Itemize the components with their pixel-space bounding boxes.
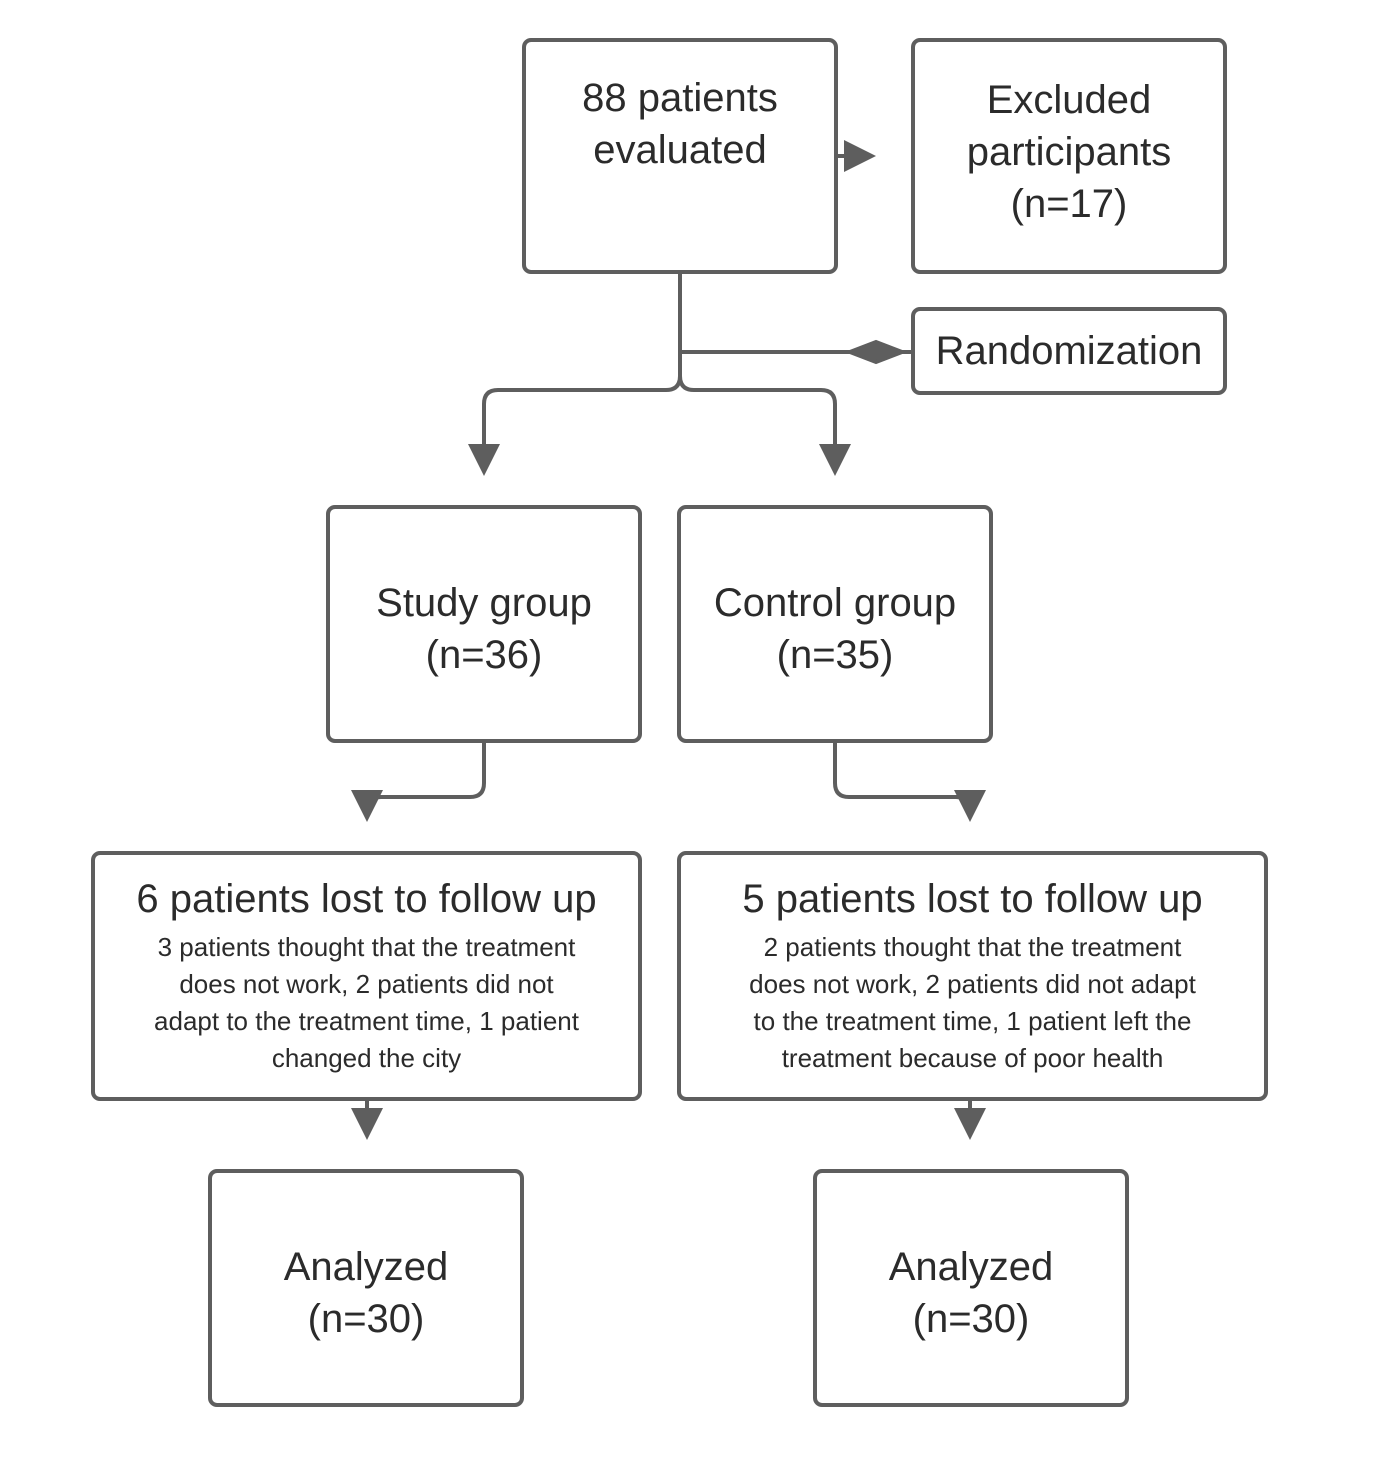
study-lost-detail-line: 3 patients thought that the treatment	[157, 932, 576, 962]
excluded-subtitle: participants	[966, 130, 1172, 174]
control-group-title: Control group	[713, 581, 957, 625]
study-lost-detail-line: changed the city	[271, 1043, 462, 1073]
study-lost-detail-line: adapt to the treatment time, 1 patient	[154, 1006, 579, 1036]
control-lost-detail-line: treatment because of poor health	[781, 1043, 1164, 1073]
control-group-count: (n=35)	[776, 633, 894, 677]
study-group-count: (n=36)	[425, 633, 543, 677]
control-lost-to-follow-up-box: 5 patients lost to follow up 2 patients …	[677, 851, 1268, 1101]
control-lost-detail-line: does not work, 2 patients did not adapt	[749, 969, 1196, 999]
excluded-count: (n=17)	[1010, 182, 1128, 226]
arrow-to-study-group	[468, 375, 682, 476]
study-group-box: Study group (n=36)	[326, 505, 642, 743]
study-group-title: Study group	[376, 581, 592, 625]
control-analyzed-title: Analyzed	[888, 1245, 1054, 1289]
excluded-title: Excluded	[986, 78, 1152, 122]
arrow-to-control-group	[678, 375, 851, 476]
randomization-box: Randomization	[911, 307, 1227, 395]
evaluated-count: 88 patients	[582, 76, 778, 120]
arrow-to-study-lost	[351, 743, 486, 822]
control-analyzed-box: Analyzed (n=30)	[813, 1169, 1129, 1407]
control-lost-detail-line: 2 patients thought that the treatment	[763, 932, 1182, 962]
study-lost-detail-line: does not work, 2 patients did not	[179, 969, 554, 999]
control-lost-title: 5 patients lost to follow up	[742, 877, 1203, 921]
control-group-box: Control group (n=35)	[677, 505, 993, 743]
study-lost-to-follow-up-box: 6 patients lost to follow up 3 patients …	[91, 851, 642, 1101]
control-lost-detail-line: to the treatment time, 1 patient left th…	[753, 1006, 1192, 1036]
study-analyzed-box: Analyzed (n=30)	[208, 1169, 524, 1407]
evaluated-label: evaluated	[593, 128, 767, 172]
arrow-to-control-lost	[833, 743, 986, 822]
randomization-diamond	[844, 339, 908, 365]
study-analyzed-title: Analyzed	[283, 1245, 449, 1289]
evaluated-box: 88 patients evaluated	[522, 38, 838, 274]
study-analyzed-count: (n=30)	[307, 1297, 425, 1341]
control-analyzed-count: (n=30)	[912, 1297, 1030, 1341]
excluded-box: Excluded participants (n=17)	[911, 38, 1227, 274]
study-lost-title: 6 patients lost to follow up	[136, 877, 597, 921]
randomization-label: Randomization	[935, 329, 1203, 373]
